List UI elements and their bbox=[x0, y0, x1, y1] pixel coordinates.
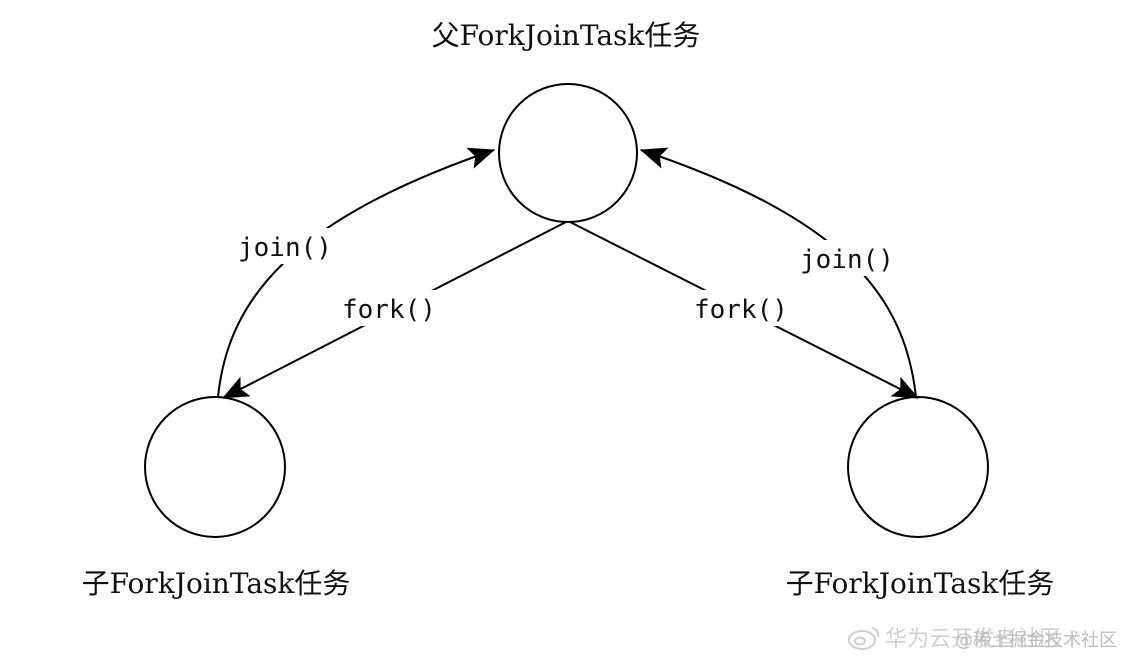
join-left-label: join() bbox=[238, 233, 332, 263]
parent-task-label: 父ForkJoinTask任务 bbox=[432, 19, 701, 52]
fork-left-label: fork() bbox=[342, 295, 436, 325]
right-child-task-node bbox=[847, 396, 989, 538]
left-child-task-node bbox=[144, 396, 286, 538]
right-child-task-label: 子ForkJoinTask任务 bbox=[786, 567, 1055, 600]
join-right-label: join() bbox=[800, 245, 894, 275]
watermark: 华为云开发者社区 @稀土掘金技术社区 bbox=[848, 627, 1117, 652]
watermark-overlay-text: @稀土掘金技术社区 bbox=[955, 630, 1117, 651]
watermark-brand-text: 华为云开发者社区 bbox=[885, 627, 1061, 652]
fork-right-label-bg bbox=[690, 290, 794, 326]
left-child-task-label: 子ForkJoinTask任务 bbox=[82, 567, 351, 600]
parent-task-node bbox=[498, 83, 638, 223]
fork-right-label: fork() bbox=[694, 295, 788, 325]
join-left-arrow bbox=[217, 147, 496, 398]
join-right-label-bg bbox=[796, 240, 896, 276]
weibo-logo-icon bbox=[848, 627, 880, 650]
join-left-label-bg bbox=[232, 228, 332, 264]
fork-left-label-bg bbox=[336, 290, 440, 326]
